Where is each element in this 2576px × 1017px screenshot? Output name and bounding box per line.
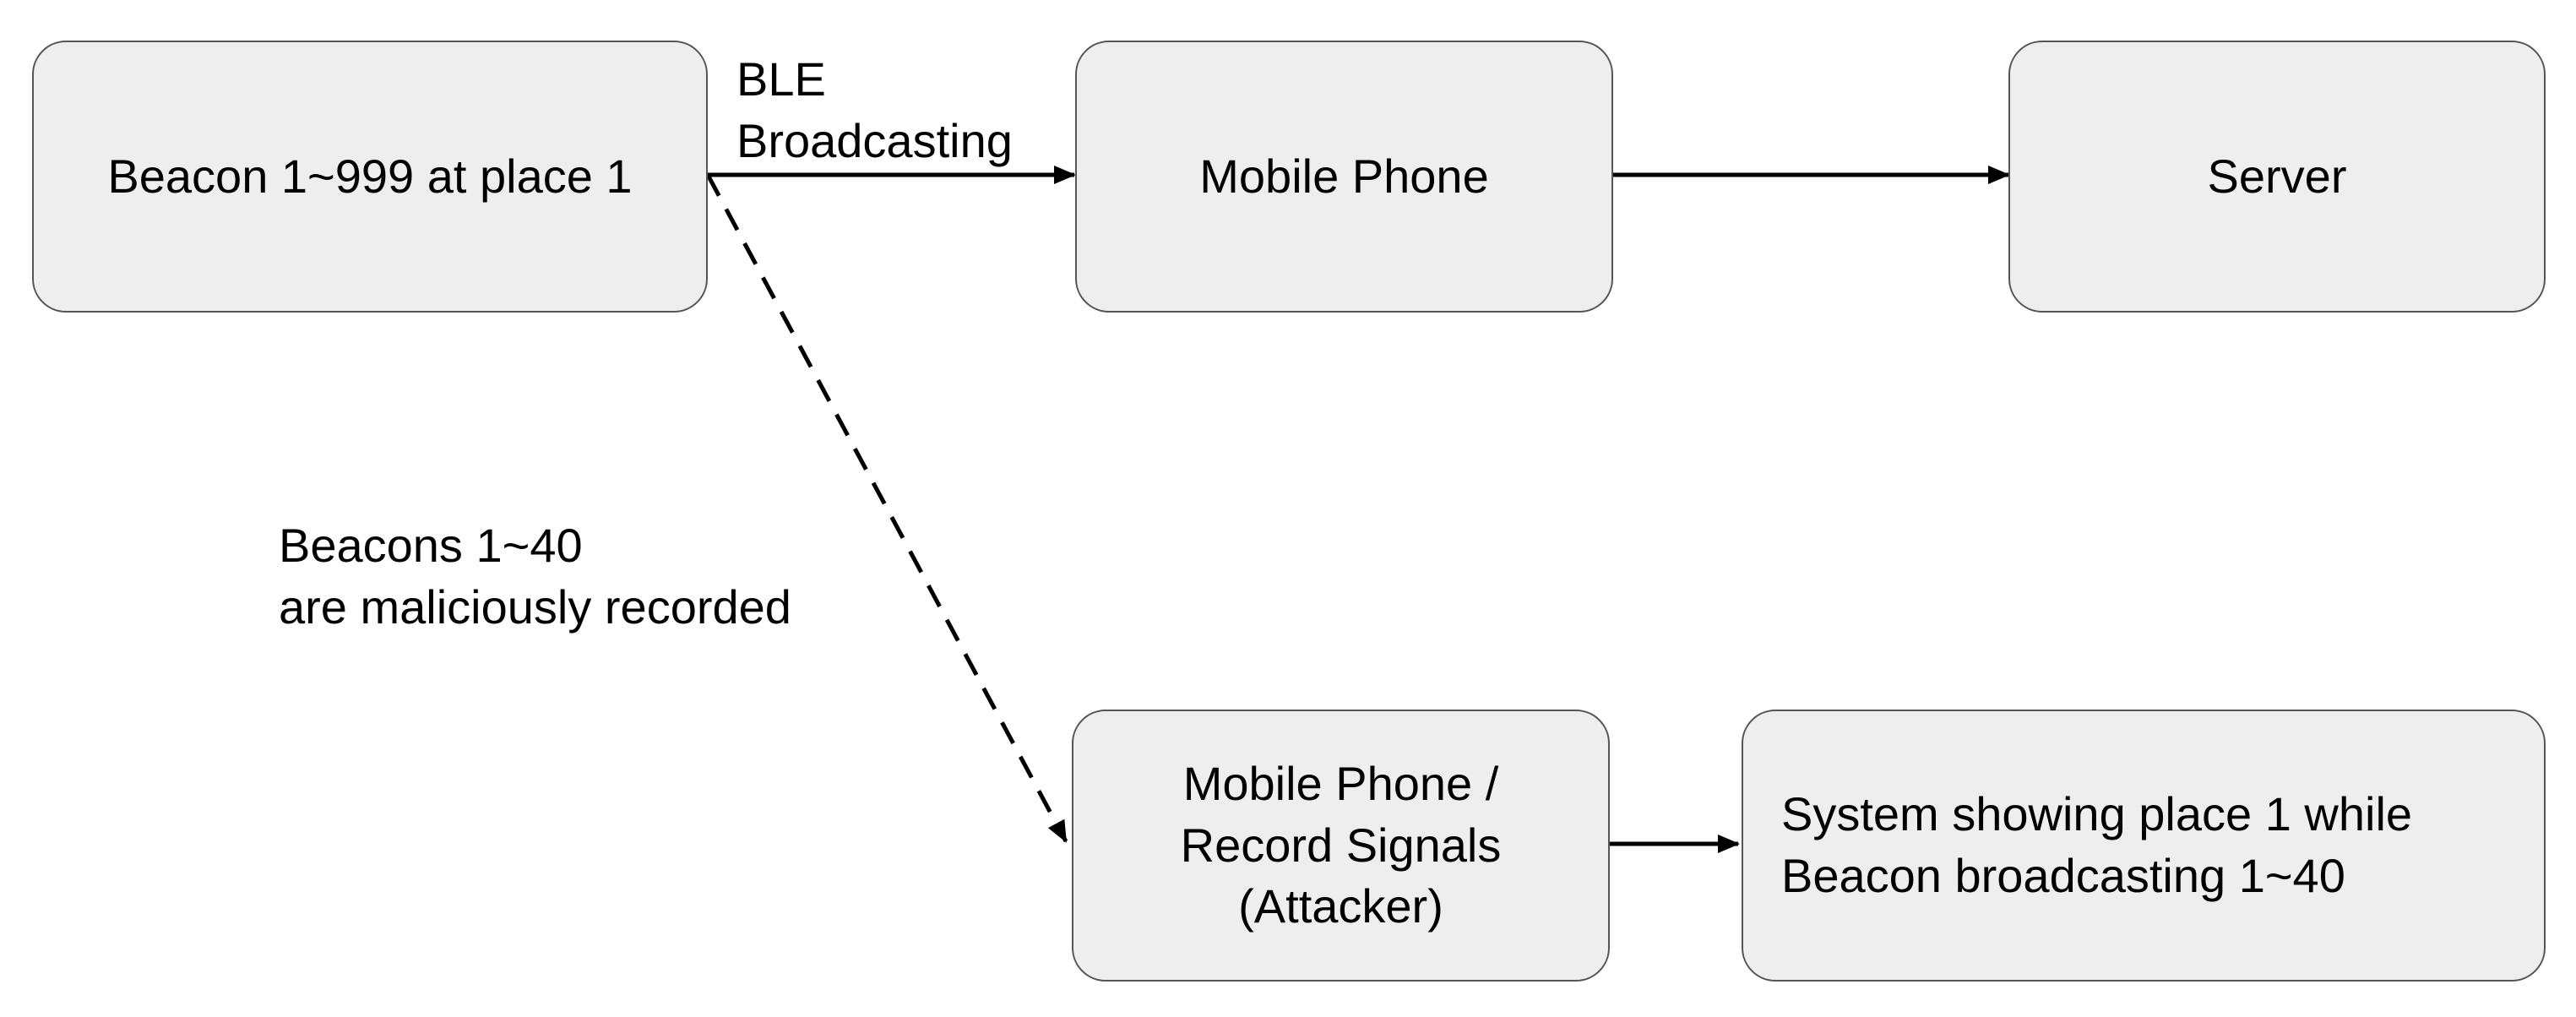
edge-beacon-to-attacker-dashed xyxy=(705,173,1068,843)
node-attacker-label: Mobile Phone / Record Signals (Attacker) xyxy=(1180,756,1502,933)
edge-label-ble-broadcasting: BLE Broadcasting xyxy=(736,52,1013,167)
node-attacker: Mobile Phone / Record Signals (Attacker) xyxy=(1072,710,1610,982)
node-mobile-phone-label: Mobile Phone xyxy=(1199,149,1489,203)
node-mobile-phone: Mobile Phone xyxy=(1075,41,1613,313)
node-beacon: Beacon 1~999 at place 1 xyxy=(32,41,708,313)
node-beacon-label: Beacon 1~999 at place 1 xyxy=(107,149,633,203)
edge-label-maliciously-recorded: Beacons 1~40 are maliciously recorded xyxy=(279,519,791,634)
node-server: Server xyxy=(2008,41,2546,313)
node-system-label: System showing place 1 while Beacon broa… xyxy=(1781,787,2413,902)
node-system: System showing place 1 while Beacon broa… xyxy=(1742,710,2546,982)
node-server-label: Server xyxy=(2207,149,2347,203)
